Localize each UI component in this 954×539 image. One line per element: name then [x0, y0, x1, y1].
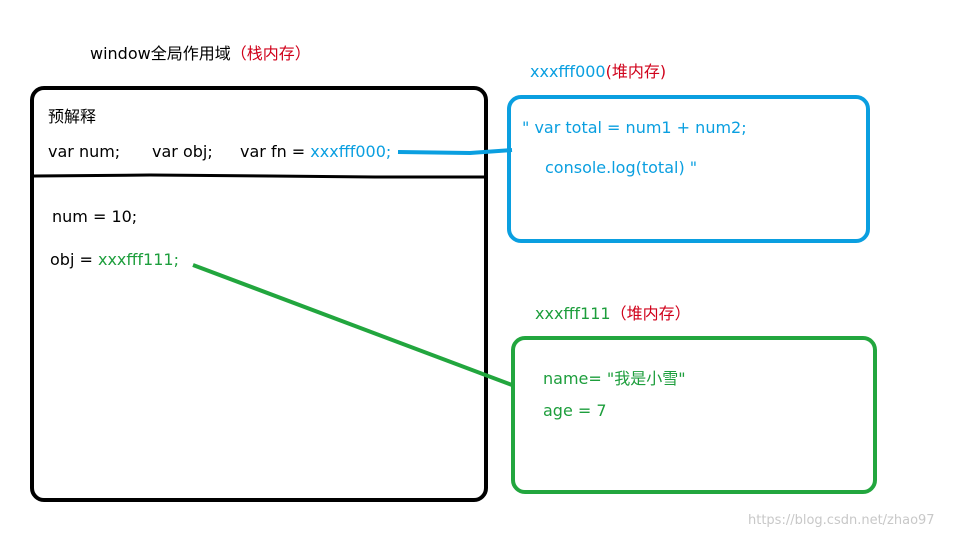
assign-obj: obj = xxxfff111;	[50, 252, 179, 268]
hoisting-divider-line	[33, 173, 485, 179]
decl-obj: var obj;	[152, 142, 213, 161]
decl-fn-prefix: var fn =	[240, 142, 311, 161]
object-heap-box	[511, 336, 877, 494]
decl-fn-address: xxxfff000;	[310, 142, 392, 161]
object-heap-note: （堆内存）	[610, 304, 691, 323]
object-prop-age: age = 7	[543, 401, 607, 420]
watermark: https://blog.csdn.net/zhao97	[748, 513, 935, 528]
object-reference-arrow	[192, 263, 513, 387]
assign-obj-prefix: obj =	[50, 250, 98, 269]
function-heap-box	[507, 95, 870, 243]
function-heap-note: (堆内存)	[605, 62, 667, 81]
decl-num: var num;	[48, 142, 121, 161]
global-scope-title-text: window全局作用域	[90, 44, 231, 63]
decl-fn: var fn = xxxfff000;	[240, 144, 391, 160]
function-heap-header: xxxfff000(堆内存)	[530, 64, 666, 80]
global-scope-title: window全局作用域（栈内存）	[90, 46, 311, 62]
global-scope-box	[30, 86, 488, 502]
object-heap-address: xxxfff111	[535, 304, 611, 323]
function-code-line2: console.log(total) "	[545, 158, 698, 177]
object-heap-header: xxxfff111（堆内存）	[535, 306, 691, 322]
stack-memory-note: （栈内存）	[230, 44, 311, 63]
function-reference-arrow	[397, 148, 513, 156]
assign-obj-address: xxxfff111;	[97, 250, 179, 269]
function-code-line1: " var total = num1 + num2;	[522, 118, 747, 137]
hoisting-label: 预解释	[48, 107, 97, 126]
function-heap-address: xxxfff000	[530, 62, 606, 81]
assign-num: num = 10;	[52, 207, 138, 226]
object-prop-name: name= "我是小雪"	[543, 369, 686, 388]
